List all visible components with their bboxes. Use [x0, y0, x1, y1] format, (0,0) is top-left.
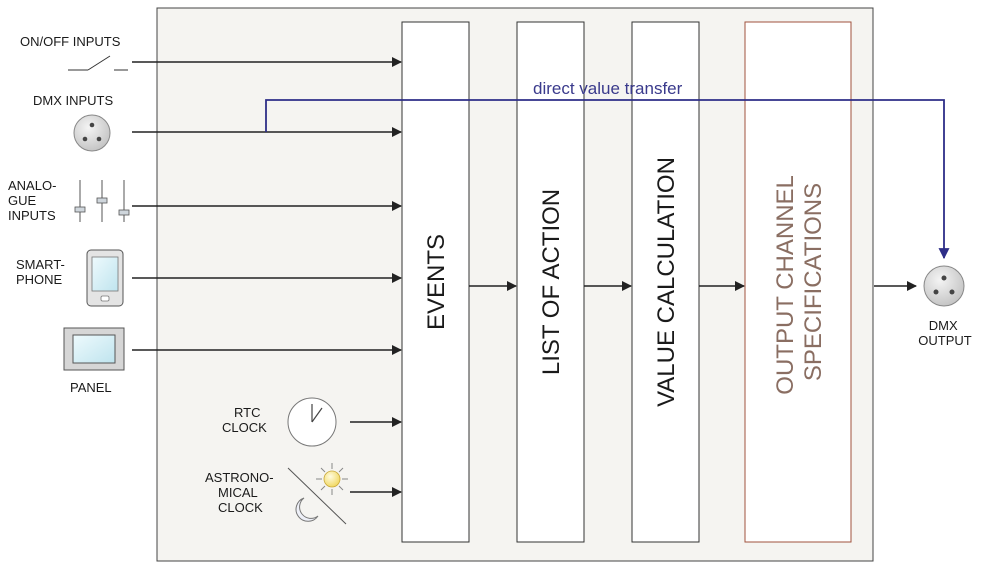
astronomical-clock-icon	[287, 463, 348, 525]
astro-clock-label: ASTRONO- MICAL CLOCK	[205, 470, 277, 515]
stage-value-calculation-box	[631, 21, 700, 543]
output-channel-line1: OUTPUT CHANNEL	[772, 175, 799, 394]
panel-label: PANEL	[70, 380, 112, 395]
dmx-input-connector-icon	[73, 114, 111, 152]
analogue-inputs-label: ANALO- GUE INPUTS	[8, 178, 60, 223]
smartphone-label: SMART- PHONE	[16, 257, 69, 287]
rtc-line1: RTC	[234, 405, 260, 420]
sun-icon	[316, 463, 348, 495]
moon-icon	[295, 497, 319, 522]
dmx-output-connector-icon	[923, 265, 965, 307]
stage-events-label: EVENTS	[423, 234, 450, 330]
stage-output-channel-box	[744, 21, 852, 543]
direct-transfer-line	[265, 99, 950, 260]
direct-transfer-label: direct value transfer	[533, 79, 683, 98]
panel-icon	[63, 327, 125, 371]
astro-line2: MICAL	[218, 485, 258, 500]
output-channel-line2: SPECIFICATIONS	[800, 183, 827, 381]
clock-icon	[287, 397, 337, 447]
dmx-output-label: DMX OUTPUT	[918, 318, 972, 348]
onoff-inputs-label: ON/OFF INPUTS	[20, 34, 121, 49]
analogue-line1: ANALO-	[8, 178, 56, 193]
smartphone-line1: SMART-	[16, 257, 65, 272]
astro-line1: ASTRONO-	[205, 470, 274, 485]
dmx-inputs-label: DMX INPUTS	[33, 93, 114, 108]
analogue-line2: GUE	[8, 193, 37, 208]
stage-list-of-action-label: LIST OF ACTION	[538, 189, 565, 375]
stage-events-box	[401, 21, 470, 543]
switch-icon	[68, 55, 128, 71]
fader-icon	[74, 180, 130, 222]
rtc-line2: CLOCK	[222, 420, 267, 435]
dmx-output-line1: DMX	[929, 318, 958, 333]
stage-value-calculation-label: VALUE CALCULATION	[653, 157, 680, 407]
stage-output-channel-label: OUTPUT CHANNEL SPECIFICATIONS	[772, 169, 827, 394]
stage-list-of-action-box	[516, 21, 585, 543]
rtc-clock-label: RTC CLOCK	[222, 405, 267, 435]
smartphone-icon	[86, 249, 124, 307]
smartphone-line2: PHONE	[16, 272, 63, 287]
astro-line3: CLOCK	[218, 500, 263, 515]
analogue-line3: INPUTS	[8, 208, 56, 223]
dmx-output-line2: OUTPUT	[918, 333, 972, 348]
